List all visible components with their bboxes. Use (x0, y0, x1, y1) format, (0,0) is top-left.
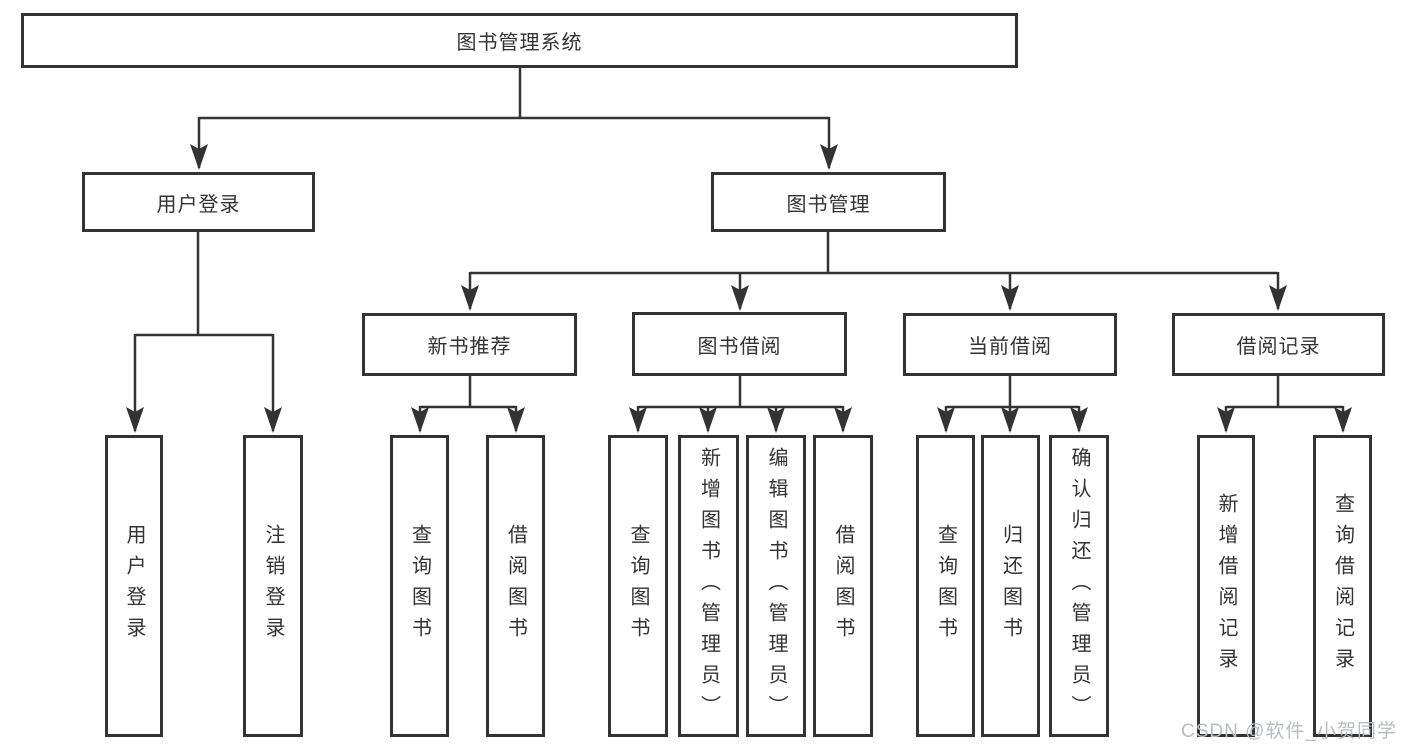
node-book-management-branch: 图书管理 (711, 172, 946, 232)
leaf-borrow-books-borrowing: 借阅图书 (813, 435, 873, 737)
leaf-add-book-admin: 新增图书（管理员） (678, 435, 739, 737)
leaf-query-books-borrowing: 查询图书 (608, 435, 668, 737)
node-label: 归还图书 (999, 524, 1022, 648)
leaf-add-borrow-record: 新增借阅记录 (1197, 435, 1255, 737)
node-label: 图书管理 (786, 193, 871, 216)
node-label: 借阅图书 (504, 524, 527, 648)
node-label: 用户登录 (156, 193, 241, 216)
leaf-user-login: 用户登录 (105, 435, 163, 737)
node-label: 借阅图书 (832, 524, 854, 648)
node-label: 新增图书（管理员） (697, 446, 720, 726)
leaf-confirm-return-admin: 确认归还（管理员） (1049, 435, 1109, 737)
node-label: 新书推荐 (427, 336, 512, 358)
node-label: 注销登录 (262, 524, 284, 648)
leaf-logout: 注销登录 (243, 435, 303, 737)
node-book-borrowing: 图书借阅 (632, 312, 847, 376)
node-label: 查询图书 (934, 524, 957, 648)
node-label: 图书借阅 (697, 335, 782, 358)
node-current-borrowing: 当前借阅 (903, 313, 1117, 376)
node-label: 查询借阅记录 (1331, 493, 1354, 679)
node-label: 用户登录 (123, 524, 145, 648)
leaf-query-books-current: 查询图书 (916, 435, 975, 737)
node-label: 编辑图书（管理员） (765, 446, 787, 726)
leaf-edit-book-admin: 编辑图书（管理员） (746, 435, 806, 737)
node-label: 图书管理系统 (456, 32, 583, 54)
node-root-system: 图书管理系统 (21, 13, 1018, 68)
leaf-query-borrow-record: 查询借阅记录 (1313, 435, 1372, 737)
node-new-book-recommend: 新书推荐 (362, 313, 577, 376)
node-label: 查询图书 (627, 524, 649, 648)
leaf-query-books-recommend: 查询图书 (390, 435, 449, 737)
node-label: 借阅记录 (1236, 336, 1321, 358)
leaf-borrow-books-recommend: 借阅图书 (486, 435, 545, 737)
node-label: 确认归还（管理员） (1068, 446, 1090, 726)
node-label: 当前借阅 (968, 336, 1052, 358)
node-borrowing-records: 借阅记录 (1172, 313, 1385, 376)
node-label: 查询图书 (408, 524, 431, 648)
node-label: 新增借阅记录 (1215, 493, 1237, 679)
csdn-watermark: CSDN @软件_小贺同学 (1181, 721, 1397, 742)
leaf-return-books: 归还图书 (981, 435, 1040, 737)
node-user-login-branch: 用户登录 (82, 172, 315, 232)
